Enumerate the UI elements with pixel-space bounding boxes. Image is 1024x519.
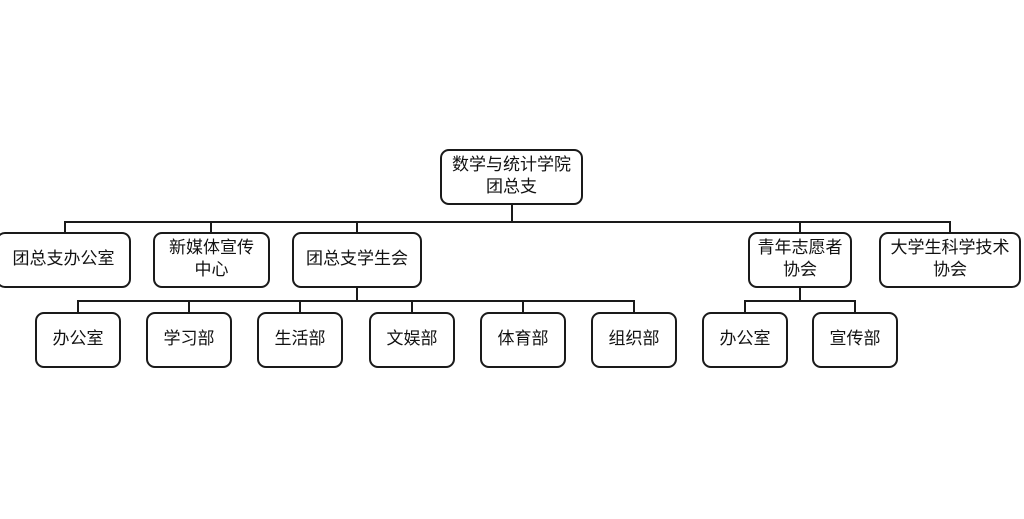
- node-union-study[interactable]: 学习部: [146, 312, 232, 368]
- connector-drop-v-office: [744, 300, 746, 313]
- connector-drop-volunteer: [799, 221, 801, 233]
- connector-drop-union: [356, 221, 358, 233]
- connector-drop-u-sports: [522, 300, 524, 313]
- connector-drop-u-office: [77, 300, 79, 313]
- node-office[interactable]: 团总支办公室: [0, 232, 131, 288]
- connector-union-bus: [77, 300, 635, 302]
- connector-drop-u-organize: [633, 300, 635, 313]
- connector-drop-u-study: [188, 300, 190, 313]
- connector-drop-u-life: [299, 300, 301, 313]
- connector-level2-bus: [64, 221, 951, 223]
- node-union-arts[interactable]: 文娱部: [369, 312, 455, 368]
- node-union-office[interactable]: 办公室: [35, 312, 121, 368]
- node-scitech-association[interactable]: 大学生科学技术 协会: [879, 232, 1021, 288]
- node-volunteer-association[interactable]: 青年志愿者 协会: [748, 232, 852, 288]
- connector-drop-media: [210, 221, 212, 233]
- connector-drop-v-publicity: [854, 300, 856, 313]
- node-volunteer-publicity[interactable]: 宣传部: [812, 312, 898, 368]
- node-union-organize[interactable]: 组织部: [591, 312, 677, 368]
- connector-drop-scitech: [949, 221, 951, 233]
- connector-volunteer-bus: [744, 300, 856, 302]
- node-media-center[interactable]: 新媒体宣传 中心: [153, 232, 270, 288]
- connector-drop-office: [64, 221, 66, 233]
- node-student-union[interactable]: 团总支学生会: [292, 232, 422, 288]
- node-root[interactable]: 数学与统计学院 团总支: [440, 149, 583, 205]
- node-union-life[interactable]: 生活部: [257, 312, 343, 368]
- connector-union-stub: [356, 288, 358, 301]
- node-volunteer-office[interactable]: 办公室: [702, 312, 788, 368]
- connector-root-stub: [511, 205, 513, 223]
- node-union-sports[interactable]: 体育部: [480, 312, 566, 368]
- connector-drop-u-arts: [411, 300, 413, 313]
- connector-volunteer-stub: [799, 288, 801, 301]
